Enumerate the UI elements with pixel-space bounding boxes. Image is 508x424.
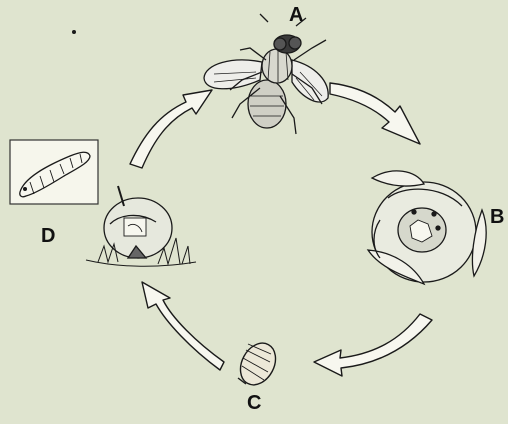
stage-label-c: C	[247, 392, 261, 415]
stage-label-a: A	[289, 4, 303, 27]
arrow-b-to-c	[314, 314, 432, 376]
adult-fly-icon	[204, 14, 328, 134]
stage-label-b: B	[490, 206, 504, 229]
arrow-a-to-b	[330, 83, 420, 144]
rotting-fruit-with-larva-icon	[86, 186, 196, 266]
stage-label-d: D	[41, 225, 55, 248]
fruit-with-eggs-icon	[368, 171, 486, 284]
arrow-c-to-d	[142, 282, 224, 370]
arrow-d-to-a	[130, 90, 212, 168]
pupa-icon	[234, 337, 283, 391]
larva-inset	[10, 140, 98, 204]
stray-dot	[72, 30, 76, 34]
